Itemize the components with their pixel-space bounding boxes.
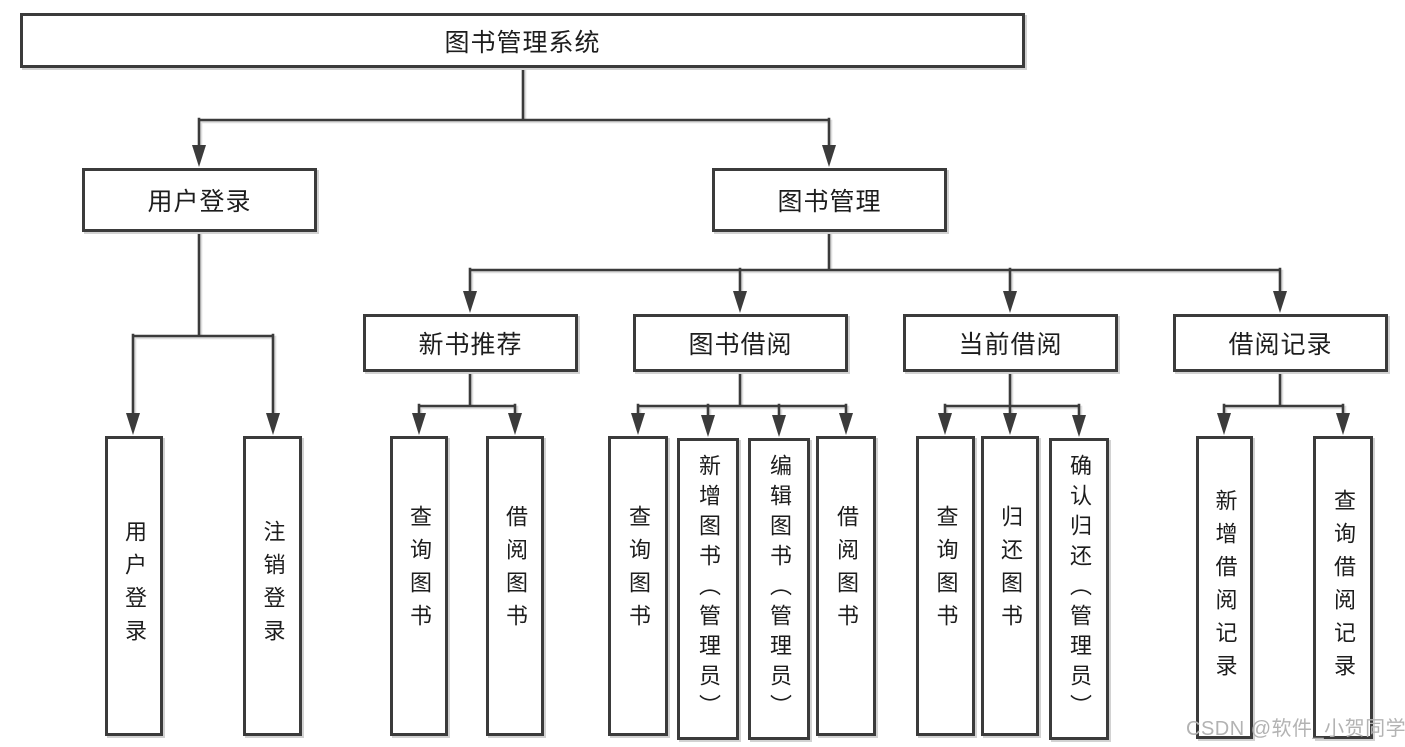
node-label: 借阅图书 <box>834 505 859 637</box>
node-label: 用户登录 <box>147 188 252 216</box>
leaf-confirm-return-admin: 确认归还（管理员） <box>1049 438 1109 740</box>
node-new-book-recommend: 新书推荐 <box>363 314 578 372</box>
node-label: 查询图书 <box>407 505 432 637</box>
leaf-user-login: 用户登录 <box>105 436 163 736</box>
node-label: 当前借阅 <box>958 331 1063 359</box>
node-label: 新增图书（管理员） <box>696 454 721 724</box>
node-label: 图书管理 <box>777 188 882 216</box>
leaf-borrow-books: 借阅图书 <box>816 436 876 736</box>
leaf-query-books-recommend: 查询图书 <box>390 436 448 736</box>
node-label: 借阅记录 <box>1228 331 1333 359</box>
leaf-borrow-books-recommend: 借阅图书 <box>486 436 544 736</box>
arrowhead-icons <box>126 145 1350 437</box>
leaf-edit-book-admin: 编辑图书（管理员） <box>748 438 810 740</box>
leaf-add-book-admin: 新增图书（管理员） <box>677 438 739 740</box>
node-label: 查询图书 <box>933 505 959 637</box>
node-label: 新增借阅记录 <box>1212 488 1238 687</box>
node-label: 归还图书 <box>998 505 1023 637</box>
node-borrowing-records: 借阅记录 <box>1173 314 1388 372</box>
leaf-query-books-borrowing: 查询图书 <box>608 436 668 736</box>
leaf-query-books-current: 查询图书 <box>916 436 975 736</box>
connector-shadow <box>133 68 1347 422</box>
node-label: 编辑图书（管理员） <box>767 454 792 724</box>
watermark: CSDN @软件_小贺同学 <box>1186 718 1405 740</box>
leaf-return-books: 归还图书 <box>981 436 1039 736</box>
leaf-logout: 注销登录 <box>243 436 302 736</box>
connector-path <box>131 66 1345 420</box>
node-label: 借阅图书 <box>503 505 528 637</box>
node-label: 图书借阅 <box>688 331 793 359</box>
node-label: 图书管理系统 <box>444 28 601 57</box>
node-label: 用户登录 <box>122 520 147 652</box>
leaf-query-borrow-record: 查询借阅记录 <box>1313 436 1373 739</box>
node-book-management: 图书管理 <box>712 168 947 232</box>
node-label: 查询图书 <box>626 505 651 637</box>
node-label: 新书推荐 <box>418 331 523 359</box>
leaf-add-borrow-record: 新增借阅记录 <box>1196 436 1253 739</box>
node-library-management-system: 图书管理系统 <box>20 13 1025 68</box>
node-current-borrowing: 当前借阅 <box>903 314 1118 372</box>
node-label: 注销登录 <box>260 520 286 652</box>
node-book-borrowing: 图书借阅 <box>633 314 848 372</box>
node-user-login: 用户登录 <box>82 168 317 232</box>
node-label: 查询借阅记录 <box>1331 488 1356 687</box>
node-label: 确认归还（管理员） <box>1067 454 1092 724</box>
